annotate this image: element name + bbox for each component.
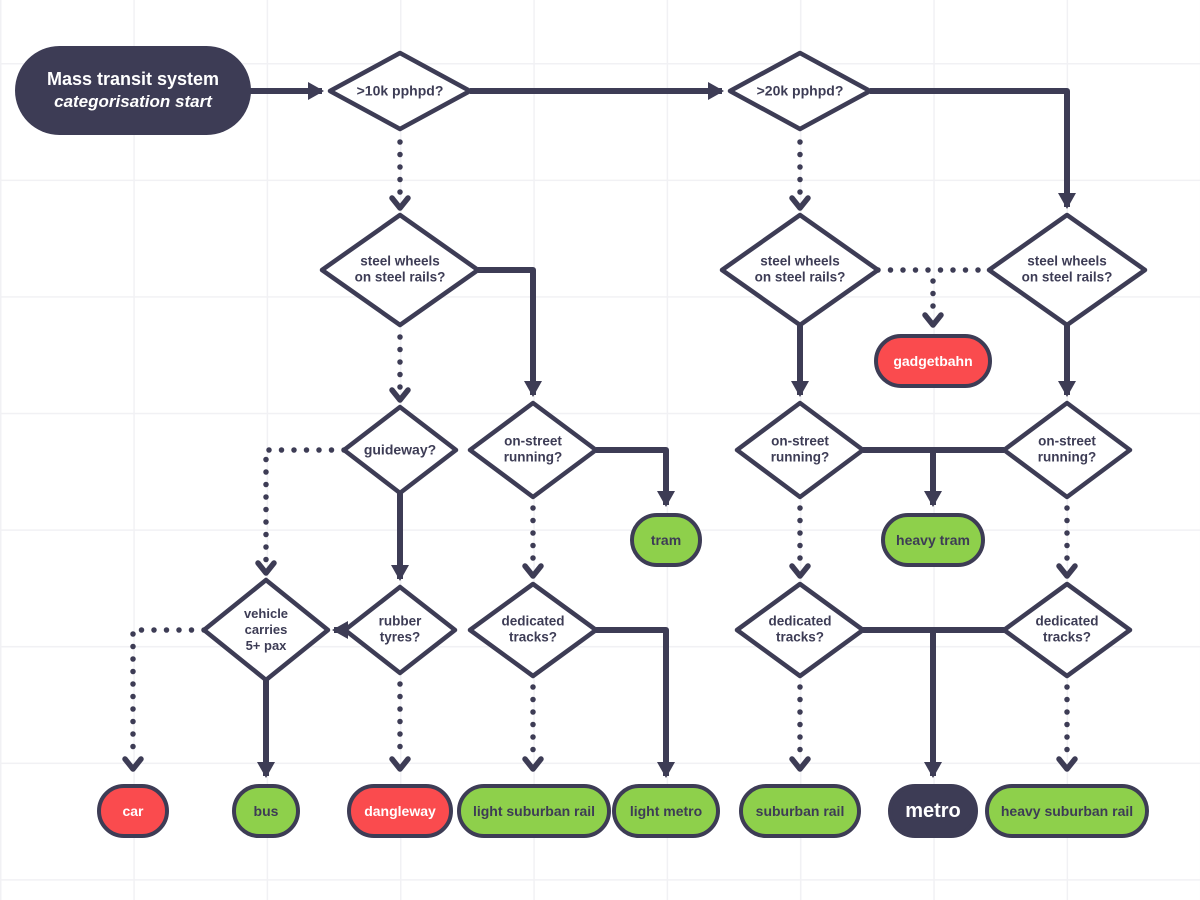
edge-yes-steel-left-to-onstreet-left — [478, 267, 542, 397]
decision-shape-rubber-tyres — [342, 584, 458, 676]
decision-shape-onstreet-left — [467, 400, 599, 500]
decision-shape-onstreet-right — [1001, 400, 1133, 500]
start-node-title: Mass transit system — [46, 68, 220, 89]
decision-shape-steel-wheels-right — [986, 212, 1148, 328]
terminal-heavy-tram: heavy tram — [881, 513, 985, 567]
terminal-suburban-rail: suburban rail — [739, 784, 861, 838]
terminal-tram: tram — [630, 513, 702, 567]
decision-shape-dedicated-right — [1001, 581, 1133, 679]
edge-yes-pphpd20-to-steel-right — [870, 88, 1076, 209]
terminal-gadgetbahn: gadgetbahn — [874, 334, 992, 388]
edge-no-vehicle-carries-to-car — [122, 627, 207, 772]
decision-shape-dedicated-left — [467, 581, 599, 679]
terminal-light-metro: light metro — [612, 784, 720, 838]
start-node: Mass transit system categorisation start — [15, 46, 251, 135]
terminal-car: car — [97, 784, 169, 838]
edge-no-guideway-to-vehicle-carries — [255, 447, 347, 576]
terminal-bus: bus — [232, 784, 300, 838]
decision-shape-guideway — [341, 404, 459, 496]
decision-shape-vehicle-carries — [201, 577, 331, 683]
decision-shape-steel-wheels-mid — [719, 212, 881, 328]
terminal-metro: metro — [888, 784, 978, 838]
edge-yes-dedicated-left-to-light-metro — [596, 627, 675, 778]
decision-shape-onstreet-mid — [734, 400, 866, 500]
start-node-subtitle: categorisation start — [54, 92, 212, 112]
terminal-light-suburban-rail: light suburban rail — [457, 784, 611, 838]
decision-shape-dedicated-mid — [734, 581, 866, 679]
terminal-heavy-suburban-rail: heavy suburban rail — [985, 784, 1149, 838]
decision-shape-pphpd20 — [727, 50, 873, 132]
decision-shape-steel-wheels-left — [319, 212, 481, 328]
edge-yes-onstreet-left-to-tram — [596, 447, 675, 507]
decision-shape-pphpd10 — [327, 50, 473, 132]
terminal-dangleway: dangleway — [347, 784, 453, 838]
